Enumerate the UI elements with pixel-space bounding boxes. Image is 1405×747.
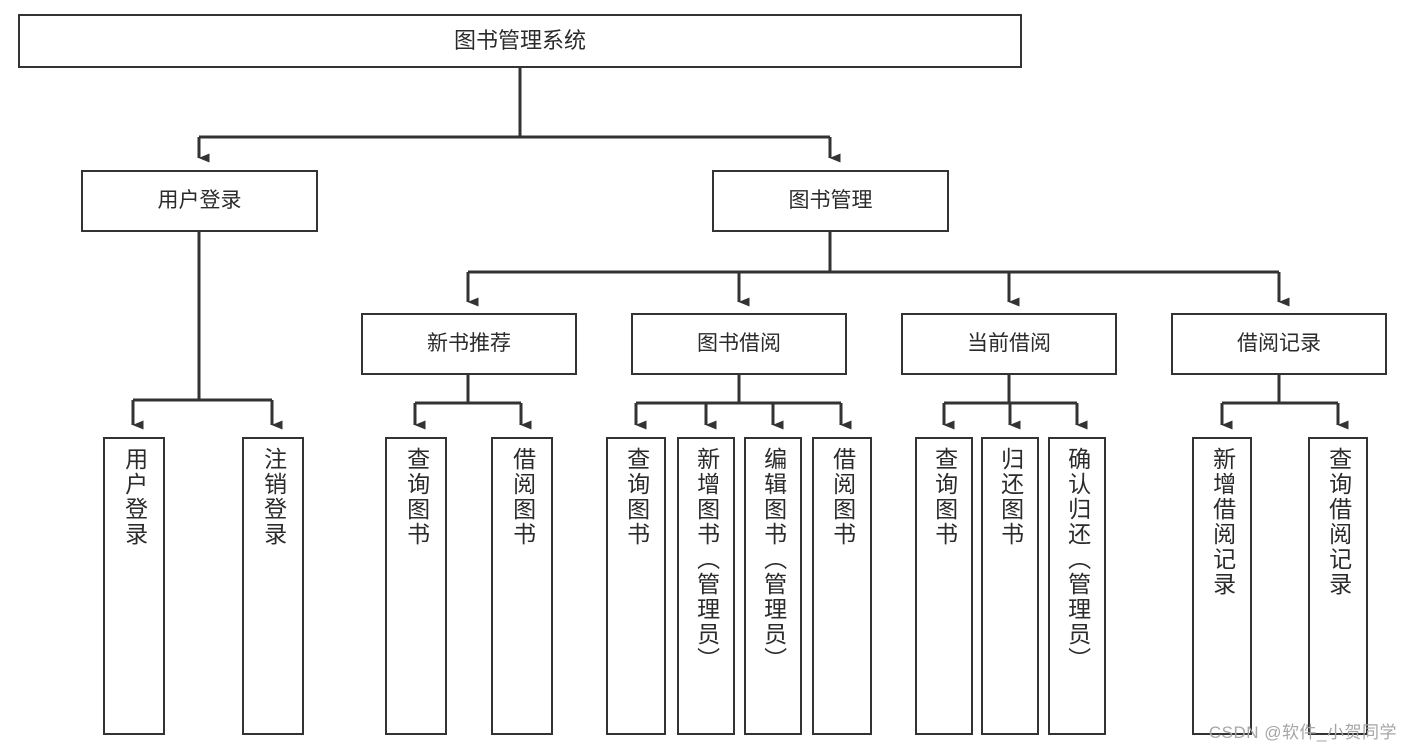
node-label: 当前借阅 [967, 331, 1051, 355]
node-label: 图书借阅 [697, 331, 781, 355]
node-new-book-recommend[interactable]: 新书推荐 [361, 313, 577, 375]
leaf-add-borrow-record[interactable]: 新增借阅记录 [1192, 437, 1252, 735]
leaf-recommend-borrow-book[interactable]: 借阅图书 [491, 437, 553, 735]
leaf-borrow-query-book[interactable]: 查询图书 [606, 437, 666, 735]
node-label: 查询借阅记录 [1325, 447, 1352, 597]
node-label: 查询图书 [931, 447, 958, 547]
node-label: 借阅图书 [509, 447, 536, 547]
node-book-borrow[interactable]: 图书借阅 [631, 313, 847, 375]
node-label: 图书管理 [788, 188, 873, 212]
leaf-recommend-query-book[interactable]: 查询图书 [385, 437, 447, 735]
leaf-logout[interactable]: 注销登录 [242, 437, 304, 735]
leaf-borrow-book[interactable]: 借阅图书 [812, 437, 872, 735]
node-label: 用户登录 [121, 447, 148, 547]
node-book-management[interactable]: 图书管理 [712, 170, 949, 232]
node-user-login[interactable]: 用户登录 [81, 170, 318, 232]
node-label: 归还图书 [997, 447, 1024, 547]
node-label: 用户登录 [157, 188, 242, 212]
node-label: 借阅记录 [1237, 331, 1321, 355]
node-label: 图书管理系统 [453, 28, 586, 54]
node-label: 查询图书 [403, 447, 430, 547]
node-label: 确认归还（管理员） [1064, 447, 1091, 672]
node-label: 编辑图书（管理员） [760, 447, 787, 672]
node-borrow-record[interactable]: 借阅记录 [1171, 313, 1387, 375]
node-label: 注销登录 [260, 447, 287, 547]
leaf-current-query-book[interactable]: 查询图书 [915, 437, 973, 735]
leaf-user-login[interactable]: 用户登录 [103, 437, 165, 735]
node-label: 借阅图书 [829, 447, 856, 547]
leaf-edit-book-admin[interactable]: 编辑图书（管理员） [744, 437, 802, 735]
leaf-return-book[interactable]: 归还图书 [981, 437, 1039, 735]
node-root-book-management-system[interactable]: 图书管理系统 [18, 14, 1022, 68]
node-label: 查询图书 [623, 447, 650, 547]
node-current-borrow[interactable]: 当前借阅 [901, 313, 1117, 375]
leaf-confirm-return-admin[interactable]: 确认归还（管理员） [1048, 437, 1106, 735]
node-label: 新增图书（管理员） [693, 447, 720, 672]
node-label: 新增借阅记录 [1209, 447, 1236, 597]
leaf-add-book-admin[interactable]: 新增图书（管理员） [677, 437, 735, 735]
watermark-csdn: CSDN @软件_小贺同学 [1208, 723, 1397, 742]
node-label: 新书推荐 [427, 331, 511, 355]
leaf-query-borrow-record[interactable]: 查询借阅记录 [1308, 437, 1368, 735]
